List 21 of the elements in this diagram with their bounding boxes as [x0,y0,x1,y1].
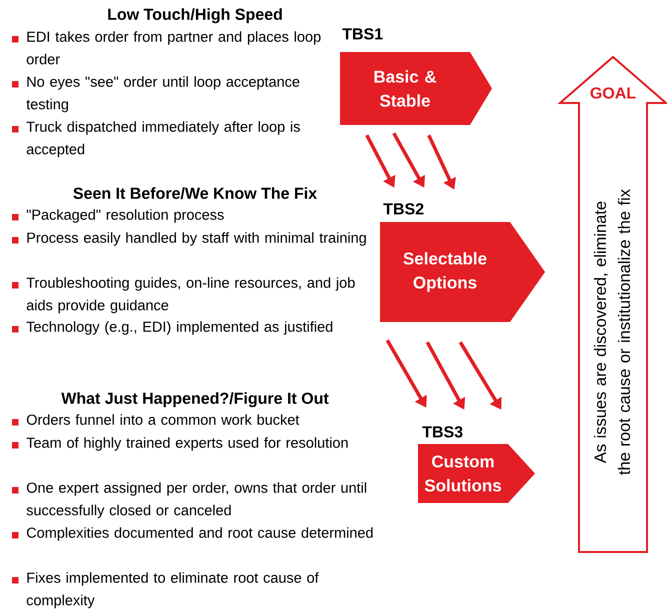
bullet-item: One expert assigned per order, owns that order until successfully closed or canceled [12,482,366,518]
bullet-item: Fixes implemented to eliminate root cause of complexity [12,572,319,608]
box-heading: TBS1 [342,28,383,40]
bullet-item: Process easily handled by staff with minimal training [12,232,366,246]
box-heading: TBS3 [422,426,463,438]
section-heading: Seen It Before/We Know The Fix [73,187,317,200]
bullet-item: Team of highly trained experts used for resolution [12,437,348,451]
bullet-item: "Packaged" resolution process [12,209,224,223]
bullet-item: Truck dispatched immediately after loop is accepted [12,121,300,158]
arrow-box: Basic & Stable [340,52,492,125]
section-heading: What Just Happened?/Figure It Out [61,392,329,408]
bullet-item: No eyes "see" order until loop acceptance testing [12,76,300,112]
bullet-item: Orders funnel into a common work bucket [12,414,300,426]
bullet-item: EDI takes order from partner and places loop order [12,31,321,64]
arrow-box: Custom Solutions [418,444,535,503]
bullet-item: Complexities documented and root cause determined [12,527,373,541]
bullet-item: Troubleshooting guides, on-line resources, and job aids provide guidance [12,277,355,314]
bullet-item: Technology (e.g., EDI) implemented as justified [12,321,332,335]
arrow-box: Selectable Options [380,222,545,322]
section-heading: Low Touch/High Speed [108,8,282,24]
box-heading: TBS2 [383,203,424,215]
